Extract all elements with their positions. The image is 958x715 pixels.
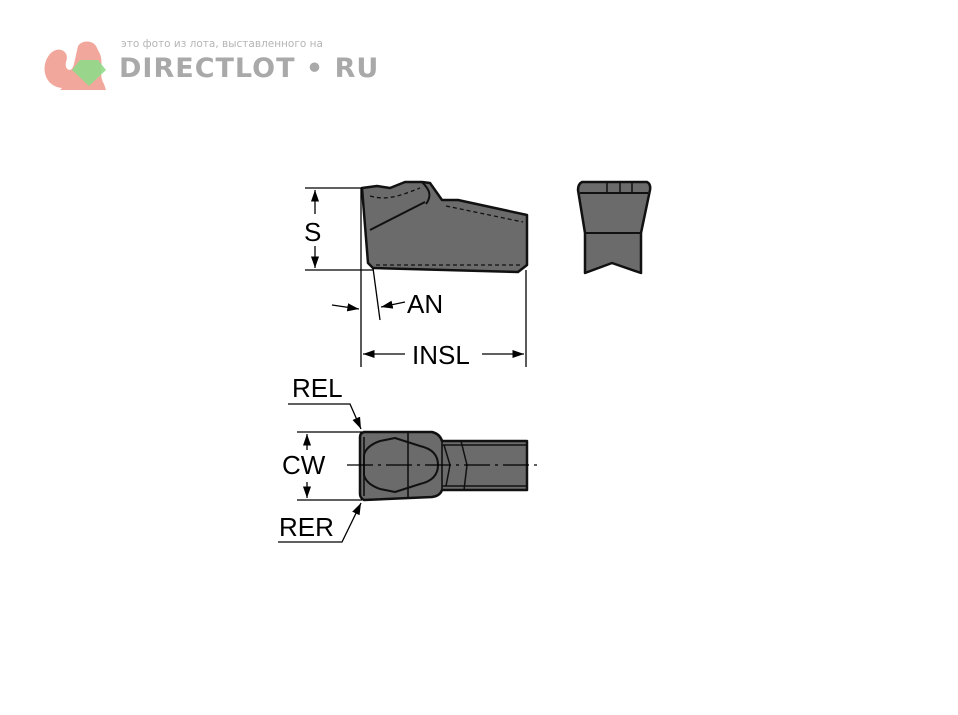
label-insl: INSL <box>412 340 470 370</box>
top-view <box>358 430 529 502</box>
dimension-lines <box>305 187 527 367</box>
label-cw: CW <box>282 450 326 480</box>
watermark: это фото из лота, выставленного на DIREC… <box>44 38 379 90</box>
side-view <box>360 180 529 274</box>
squirrel-logo-icon <box>44 41 106 90</box>
end-view <box>576 180 652 275</box>
label-rel: REL <box>292 373 343 403</box>
top-view-dimensions <box>278 403 362 543</box>
watermark-caption: это фото из лота, выставленного на <box>121 38 323 50</box>
label-s: S <box>304 217 321 247</box>
label-rer: RER <box>279 512 334 542</box>
label-an: AN <box>407 289 443 319</box>
watermark-brand: DIRECTLOT • RU <box>119 53 379 84</box>
